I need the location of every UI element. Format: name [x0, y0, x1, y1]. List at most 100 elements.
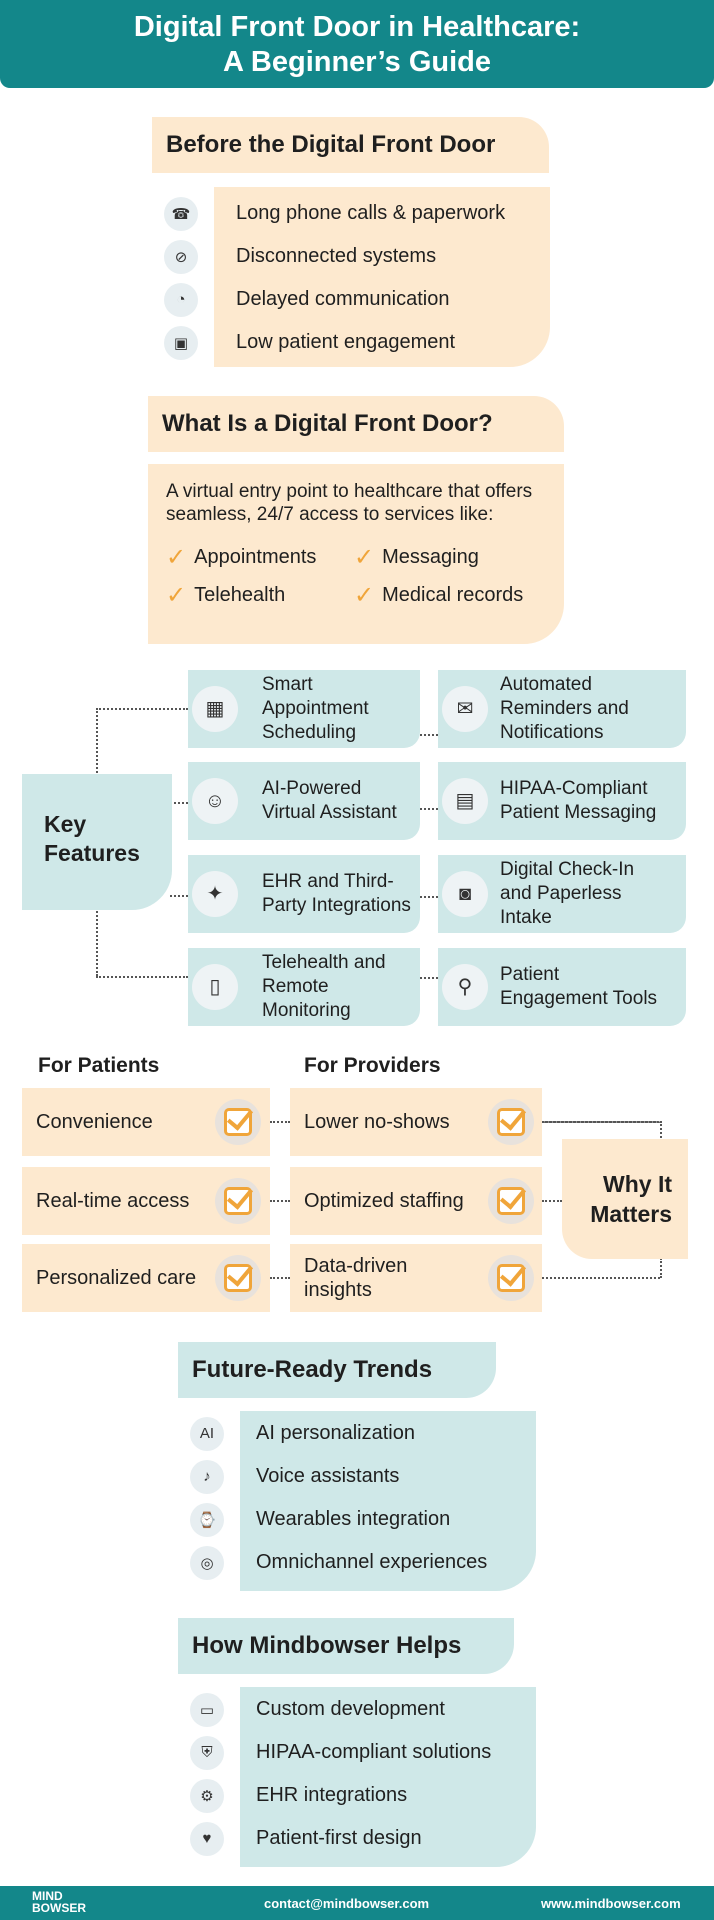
before-list-panel: [214, 187, 550, 367]
checkbox-icon: [488, 1178, 534, 1224]
feature-card: ▦ Smart Appointment Scheduling: [188, 670, 420, 748]
before-item-label: Delayed communication: [236, 288, 450, 310]
before-item: ⊘ Disconnected systems: [164, 235, 544, 278]
secure-message-icon: ▤: [442, 778, 488, 824]
features-connector: [96, 976, 188, 978]
help-item: ⚙ EHR integrations: [190, 1774, 530, 1817]
features-connector: [170, 802, 188, 804]
before-item-label: Disconnected systems: [236, 245, 437, 267]
before-list: ☎ Long phone calls & paperwork ⊘ Disconn…: [164, 192, 544, 364]
why-connector: [542, 1121, 660, 1123]
page-title-line1: Digital Front Door in Healthcare:: [133, 11, 581, 43]
check-in-icon: ◙: [442, 871, 488, 917]
feature-card: ☺ AI-Powered Virtual Assistant: [188, 762, 420, 840]
why-connector: [660, 1121, 662, 1141]
helps-heading: How Mindbowser Helps: [178, 1618, 514, 1674]
trends-panel: [240, 1411, 536, 1591]
patient-benefit: Real-time access: [22, 1167, 270, 1235]
before-item-label: Long phone calls & paperwork: [236, 202, 506, 224]
calendar-check-icon: ▦: [192, 686, 238, 732]
check-icon: ✓: [166, 543, 187, 571]
features-connector: [170, 895, 188, 897]
feature-connector: [420, 977, 438, 979]
service-item: ✓Telehealth: [166, 581, 286, 609]
trend-item: ⌚ Wearables integration: [190, 1498, 530, 1541]
wifi-off-icon: ⊘: [164, 239, 198, 274]
feature-connector: [420, 734, 438, 736]
service-item: ✓Medical records: [354, 581, 524, 609]
assistant-laptop-icon: ☺: [192, 778, 238, 824]
magnifier-people-icon: ⚲: [442, 964, 488, 1010]
feature-card: ✦ EHR and Third-Party Integrations: [188, 855, 420, 933]
providers-heading: For Providers: [304, 1054, 441, 1077]
service-item: ✓Messaging: [354, 543, 479, 571]
check-icon: ✓: [354, 543, 375, 571]
before-item-label: Low patient engagement: [236, 331, 456, 353]
before-heading-text: Before the Digital Front Door: [166, 131, 496, 158]
key-features-heading: Key Features: [22, 774, 172, 910]
checkbox-icon: [215, 1178, 261, 1224]
trend-item: ♪ Voice assistants: [190, 1455, 530, 1498]
feature-card: ◙ Digital Check-In and Paperless Intake: [438, 855, 686, 933]
ai-chip-icon: AI: [190, 1416, 224, 1451]
trends-list: AI AI personalization ♪ Voice assistants…: [190, 1412, 530, 1584]
why-connector: [542, 1277, 660, 1279]
trends-heading: Future-Ready Trends: [178, 1342, 496, 1398]
feature-card: ▯ Telehealth and Remote Monitoring: [188, 948, 420, 1026]
helps-list: ▭ Custom development ⛨ HIPAA-compliant s…: [190, 1688, 530, 1860]
before-item: ☎ Long phone calls & paperwork: [164, 192, 544, 235]
help-item: ▭ Custom development: [190, 1688, 530, 1731]
wearable-icon: ⌚: [190, 1502, 224, 1537]
checkbox-icon: [488, 1255, 534, 1301]
service-item: ✓Appointments: [166, 543, 317, 571]
feature-connector: [420, 808, 438, 810]
checkbox-icon: [488, 1099, 534, 1145]
gear-network-icon: ⚙: [190, 1778, 224, 1813]
benefit-connector: [270, 1121, 290, 1123]
phone-monitor-icon: ▯: [192, 964, 238, 1010]
provider-benefit: Lower no-shows: [290, 1088, 542, 1156]
helps-panel: [240, 1687, 536, 1867]
mindbowser-logo: MIND BOWSER: [32, 1889, 86, 1915]
what-heading-text: What Is a Digital Front Door?: [162, 410, 493, 437]
patient-benefit: Personalized care: [22, 1244, 270, 1312]
trend-item: ◎ Omnichannel experiences: [190, 1541, 530, 1584]
helps-heading-text: How Mindbowser Helps: [192, 1632, 462, 1659]
why-heading: Why It Matters: [562, 1139, 688, 1259]
help-item: ⛨ HIPAA-compliant solutions: [190, 1731, 530, 1774]
trend-item: AI AI personalization: [190, 1412, 530, 1455]
features-connector: [96, 708, 188, 710]
benefit-connector: [270, 1200, 290, 1202]
before-item: ▣ Low patient engagement: [164, 321, 544, 364]
patient-card-icon: ▣: [164, 325, 198, 360]
benefit-connector: [270, 1277, 290, 1279]
shield-hand-icon: ⛨: [190, 1735, 224, 1770]
person-heart-icon: ♥: [190, 1821, 224, 1856]
what-description: A virtual entry point to healthcare that…: [166, 481, 533, 525]
footer-website-link[interactable]: www.mindbowser.com: [541, 1896, 681, 1911]
what-heading: What Is a Digital Front Door?: [148, 396, 564, 452]
check-icon: ✓: [166, 581, 187, 609]
page-title-line2: A Beginner’s Guide: [222, 46, 492, 78]
page-footer: MIND BOWSER contact@mindbowser.com www.m…: [0, 1886, 714, 1920]
puzzle-icon: ✦: [192, 871, 238, 917]
footer-email-link[interactable]: contact@mindbowser.com: [264, 1896, 430, 1911]
omnichannel-icon: ◎: [190, 1545, 224, 1580]
why-connector: [542, 1200, 562, 1202]
monitor-gear-icon: ▭: [190, 1692, 224, 1727]
feature-card: ✉ Automated Reminders and Notifications: [438, 670, 686, 748]
provider-benefit: Data-driven insights: [290, 1244, 542, 1312]
checkbox-icon: [215, 1099, 261, 1145]
before-heading: Before the Digital Front Door: [152, 117, 549, 173]
feature-card: ⚲ Patient Engagement Tools: [438, 948, 686, 1026]
what-panel: A virtual entry point to healthcare that…: [148, 464, 564, 644]
help-item: ♥ Patient-first design: [190, 1817, 530, 1860]
why-connector: [660, 1258, 662, 1278]
page-header: Digital Front Door in Healthcare: A Begi…: [0, 0, 714, 88]
before-item: ◔ Delayed communication: [164, 278, 544, 321]
chat-clock-icon: ◔: [164, 282, 198, 317]
microphone-icon: ♪: [190, 1459, 224, 1494]
check-icon: ✓: [354, 581, 375, 609]
patients-heading: For Patients: [38, 1054, 160, 1077]
feature-card: ▤ HIPAA-Compliant Patient Messaging: [438, 762, 686, 840]
